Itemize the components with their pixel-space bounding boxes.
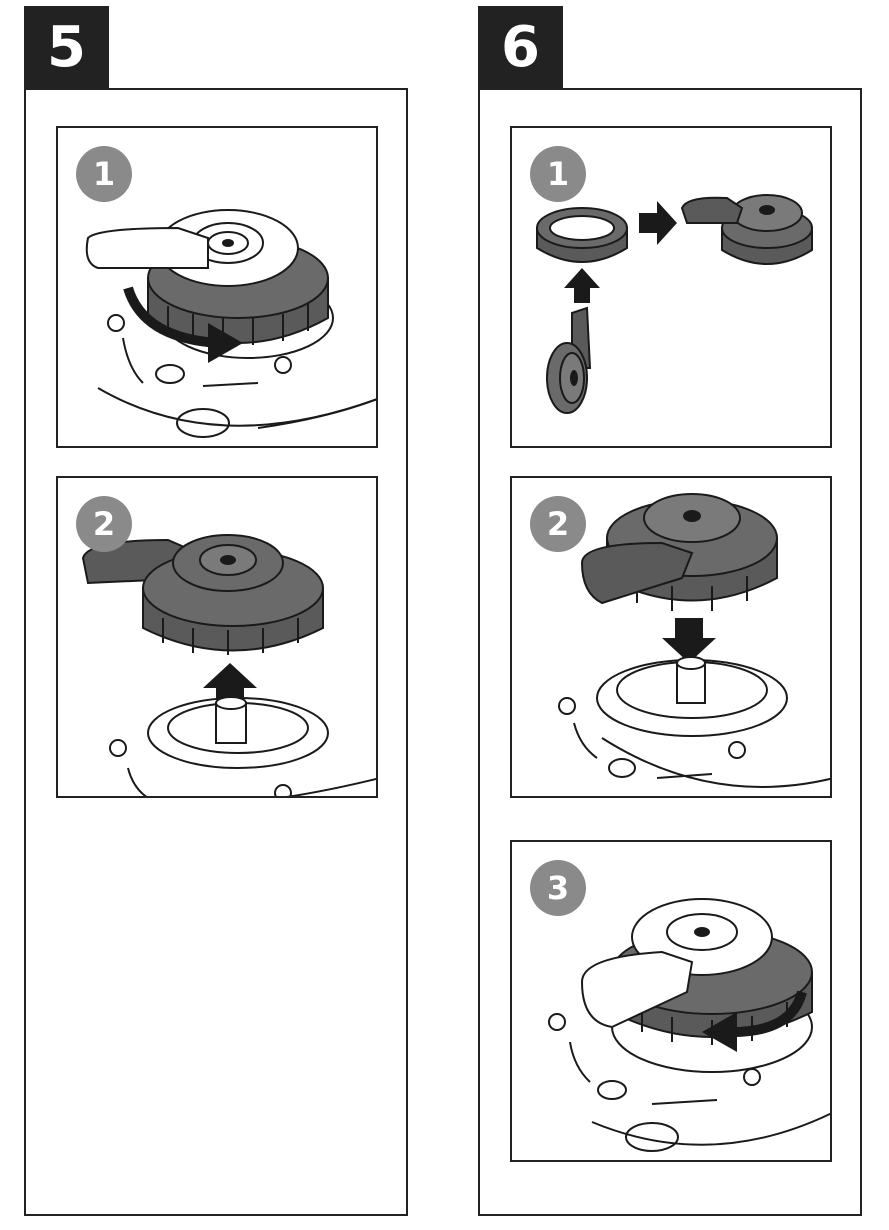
sub-step-number: 3 [547,869,569,907]
sub-step-badge: 1 [530,146,586,202]
sub-step-badge: 2 [76,496,132,552]
illustration-frame: 1 [56,126,378,448]
step-number-tab: 6 [478,6,563,89]
step-number: 5 [47,15,86,80]
sub-step-number: 1 [93,155,115,193]
sub-step-badge: 2 [530,496,586,552]
sub-step-number: 2 [547,505,569,543]
sub-step-number: 2 [93,505,115,543]
illustration-frame: 2 [510,476,832,798]
illustration-frame: 3 [510,840,832,1162]
step-number: 6 [501,15,540,80]
sub-step-badge: 3 [530,860,586,916]
illustration-frame: 2 [56,476,378,798]
sub-step-number: 1 [547,155,569,193]
step-number-tab: 5 [24,6,109,89]
sub-step-badge: 1 [76,146,132,202]
illustration-frame: 1 [510,126,832,448]
